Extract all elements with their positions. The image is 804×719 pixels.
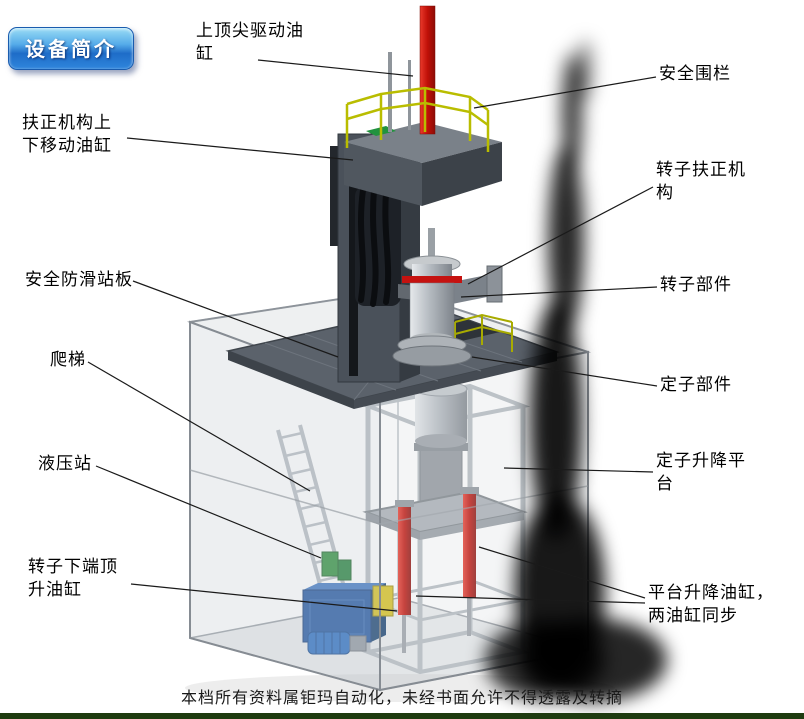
- leader-lines: [87, 59, 658, 612]
- leader-platform-cyl-a: [478, 546, 646, 599]
- label-safety-fence: 安全围栏: [659, 64, 731, 83]
- label-top-drive-cylinder: 上顶尖驱动油 缸: [196, 21, 304, 64]
- safety-fence-railing: [345, 86, 490, 152]
- confidentiality-notice: 本档所有资料属钜玛自动化，未经书面允许不得透露及转摘: [180, 690, 623, 707]
- title-badge: 设备简介: [8, 27, 134, 70]
- label-ladder: 爬梯: [50, 350, 86, 369]
- leader-rotor-part: [460, 286, 658, 298]
- leader-anti-slip: [132, 280, 339, 358]
- leader-stator-part: [471, 356, 658, 387]
- rotor-assembly: [392, 228, 503, 367]
- label-anti-slip-plate: 安全防滑站板: [25, 270, 133, 289]
- label-hydraulic-station: 液压站: [38, 454, 92, 473]
- leader-top-drive-cylinder: [257, 59, 414, 77]
- platform-fence: [454, 313, 513, 352]
- bottom-strip: [0, 713, 804, 719]
- label-platform-cylinders: 平台升降油缸， 两油缸同步: [648, 583, 774, 626]
- ladder-graphic: [276, 424, 346, 593]
- smoke-artifact: [485, 40, 667, 702]
- leader-safety-fence: [473, 76, 657, 109]
- label-rotor-jack-cylinder: 转子下端顶 升油缸: [28, 557, 118, 600]
- leader-hydraulic: [95, 465, 322, 559]
- label-stator-part: 定子部件: [660, 375, 732, 394]
- top-drive-cylinder-rod: [388, 5, 436, 135]
- platform-lift-cylinders-graphic: [395, 487, 479, 653]
- leader-platform-cyl-b: [415, 595, 646, 604]
- label-stator-lift-platform: 定子升降平 台: [656, 451, 746, 494]
- leader-rotor-centering: [467, 186, 654, 285]
- hydraulic-station-unit: [302, 551, 394, 655]
- label-rotor-part: 转子部件: [660, 275, 732, 294]
- leader-centering-cylinder: [126, 137, 354, 161]
- leader-rotor-jack: [130, 583, 398, 612]
- leader-stator-platform: [503, 467, 654, 473]
- label-rotor-centering: 转子扶正机 构: [656, 160, 746, 203]
- leader-ladder: [87, 361, 311, 492]
- label-centering-cylinder: 扶正机构上 下移动油缸: [22, 113, 112, 156]
